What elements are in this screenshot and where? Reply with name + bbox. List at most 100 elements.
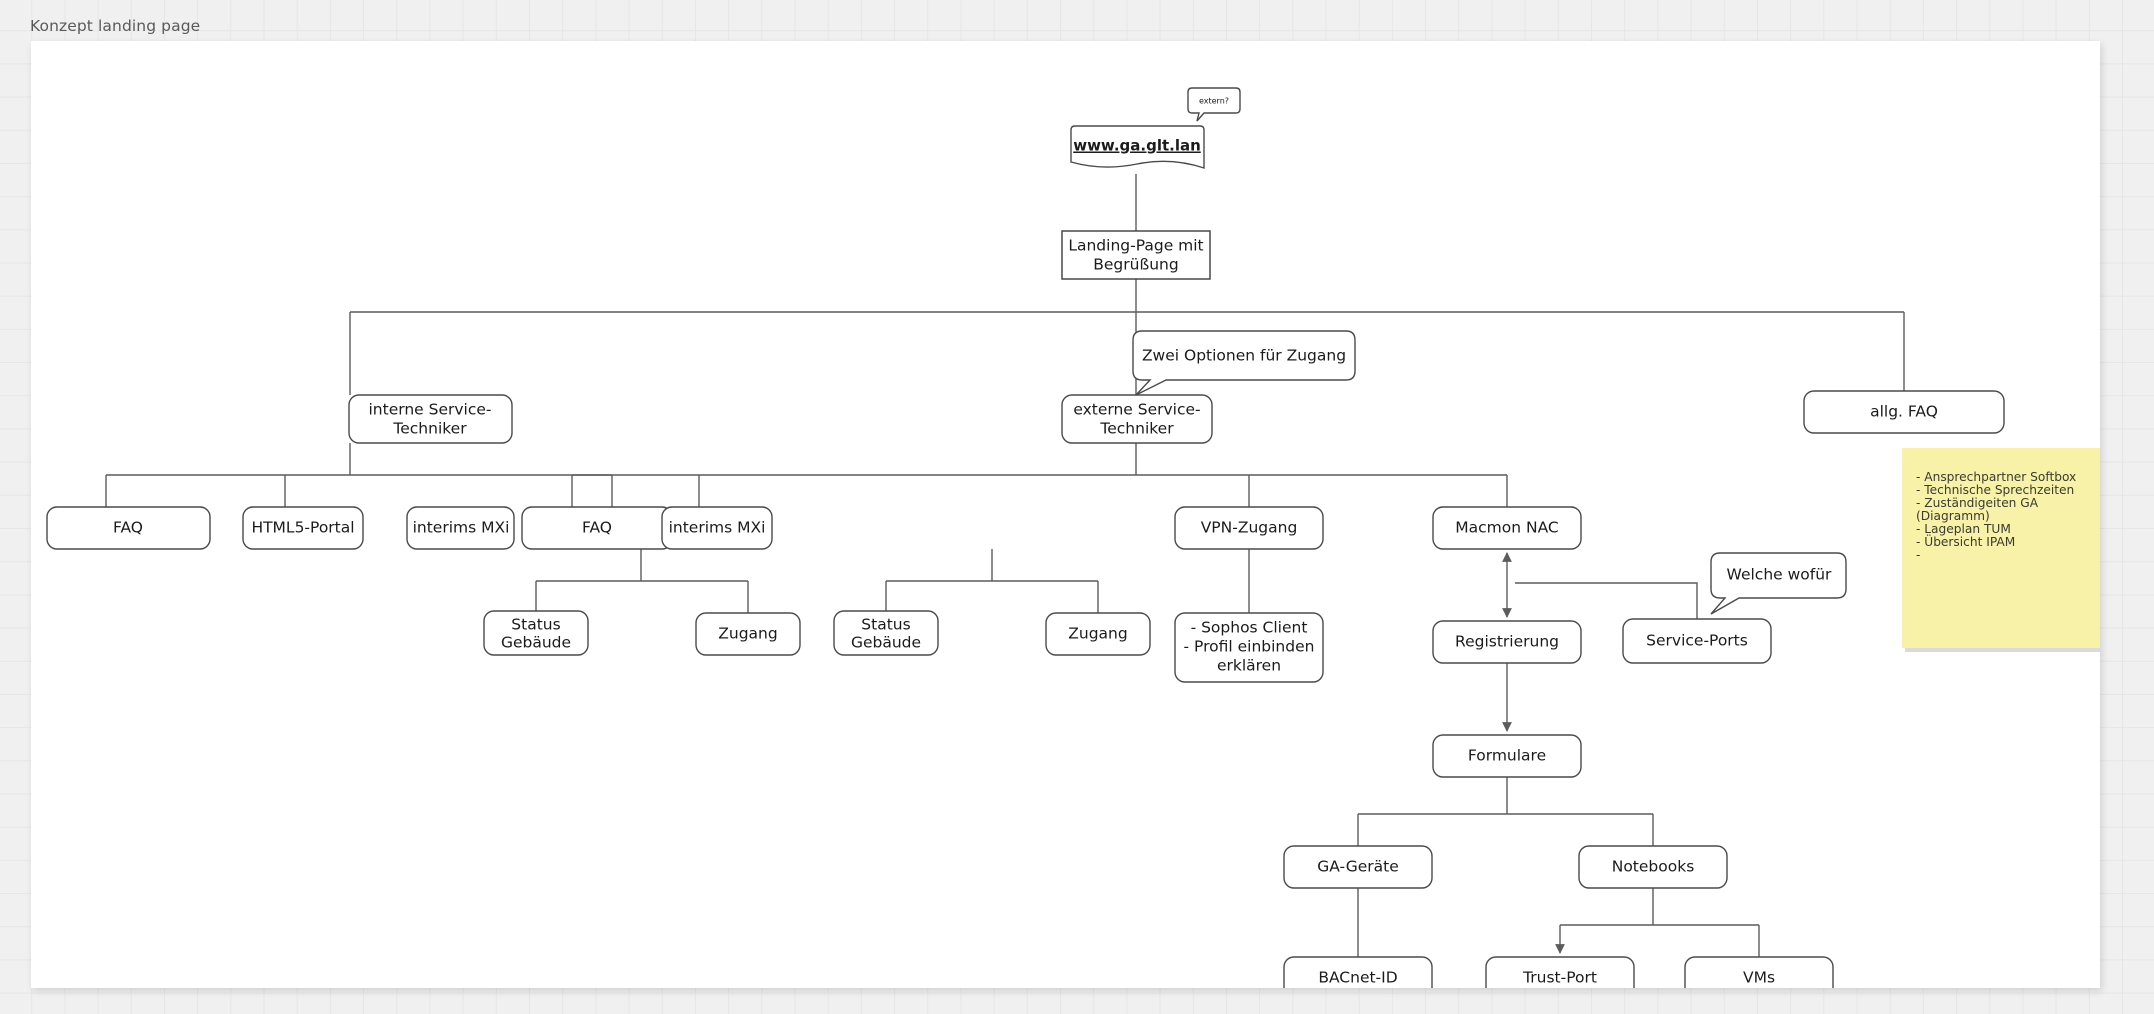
edge-interne-bus: [106, 443, 612, 476]
rounded-shape: [1432, 620, 1582, 664]
node-label: Zwei Optionen für Zugang: [1142, 347, 1346, 365]
rounded-shape: [1485, 956, 1635, 988]
node-label: VPN-Zugang: [1201, 519, 1298, 537]
sticky-note-body: [1902, 448, 2100, 648]
node-label-line2: Techniker: [1099, 420, 1174, 438]
edge-notebooks-bus: [1560, 888, 1759, 926]
rect-shape: [1061, 230, 1211, 280]
node-vpn-zugang[interactable]: VPN-Zugang: [1174, 506, 1324, 550]
node-label: interims MXi: [669, 519, 766, 537]
node-label-line2: - Profil einbinden: [1184, 638, 1315, 656]
rounded-shape: [242, 506, 364, 550]
node-vms[interactable]: VMs: [1684, 956, 1834, 988]
node-sophos-client[interactable]: - Sophos Client - Profil einbinden erklä…: [1174, 612, 1324, 683]
node-service-ports[interactable]: Service-Ports: [1622, 618, 1772, 664]
rounded-shape: [1432, 734, 1582, 778]
sticky-line-3: (Diagramm): [1916, 509, 1990, 523]
node-label: FAQ: [582, 519, 612, 537]
sticky-note-allg-faq[interactable]: - Ansprechpartner Softbox - Technische S…: [1902, 448, 2100, 652]
node-label: Status: [511, 616, 560, 634]
diagram-canvas[interactable]: - Ansprechpartner Softbox - Technische S…: [31, 41, 2100, 988]
node-html5-portal[interactable]: HTML5-Portal: [242, 506, 364, 550]
node-label: Service-Ports: [1646, 632, 1748, 650]
rounded-shape: [46, 506, 211, 550]
node-zwei-optionen-callout[interactable]: Zwei Optionen für Zugang: [1132, 330, 1356, 396]
edge-mxiext-bus: [886, 549, 1098, 582]
node-interims-mxi-extern[interactable]: interims MXi: [661, 506, 773, 550]
node-faq-intern[interactable]: FAQ: [46, 506, 211, 550]
rounded-shape: [1578, 845, 1728, 889]
node-label: Zugang: [1068, 625, 1127, 643]
rounded-shape: [1283, 845, 1433, 889]
node-welche-wofuer-callout[interactable]: Welche wofür: [1710, 552, 1847, 615]
sticky-line-4: - Lageplan TUM: [1916, 522, 2011, 536]
rounded-shape: [483, 610, 589, 656]
rounded-shape: [833, 610, 939, 656]
node-label-line2: Begrüßung: [1093, 256, 1178, 274]
edge-serviceports-macmon: [1515, 582, 1698, 619]
node-ga-geraete[interactable]: GA-Geräte: [1283, 845, 1433, 889]
node-registrierung[interactable]: Registrierung: [1432, 620, 1582, 664]
node-label: Zugang: [718, 625, 777, 643]
node-label-line2: Gebäude: [851, 634, 921, 652]
node-label: Trust-Port: [1522, 969, 1597, 987]
rounded-shape: [1803, 390, 2005, 434]
node-interims-mxi-intern[interactable]: interims MXi: [406, 506, 515, 550]
node-label: Macmon NAC: [1455, 519, 1558, 537]
rounded-shape: [1174, 612, 1324, 683]
node-label: Landing-Page mit: [1068, 237, 1203, 255]
sticky-line-5: - Übersicht IPAM: [1916, 533, 2015, 549]
rounded-shape: [406, 506, 515, 550]
node-label: Status: [861, 616, 910, 634]
node-label: HTML5-Portal: [251, 519, 354, 537]
node-label: interims MXi: [413, 519, 510, 537]
node-allg-faq[interactable]: allg. FAQ: [1803, 390, 2005, 434]
sticky-line-2: - Zuständigeiten GA: [1916, 496, 2039, 510]
node-faq-extern[interactable]: FAQ: [521, 506, 673, 550]
page-title: Konzept landing page: [30, 17, 201, 35]
node-label: Notebooks: [1612, 858, 1695, 876]
node-zugang-intern[interactable]: Zugang: [695, 612, 801, 656]
node-landing-page[interactable]: Landing-Page mit Begrüßung: [1061, 230, 1211, 280]
node-label: FAQ: [113, 519, 143, 537]
rounded-shape: [1622, 618, 1772, 664]
node-extern-callout[interactable]: extern?: [1187, 87, 1241, 122]
document-shape: [1070, 125, 1205, 169]
node-label: VMs: [1743, 969, 1775, 987]
rounded-shape: [1684, 956, 1834, 988]
rounded-shape: [1283, 956, 1433, 988]
node-label: www.ga.glt.lan: [1073, 137, 1201, 155]
node-label-line2: Gebäude: [501, 634, 571, 652]
rounded-shape: [661, 506, 773, 550]
node-bacnet-id[interactable]: BACnet-ID: [1283, 956, 1433, 988]
rounded-shape: [1174, 506, 1324, 550]
node-label: GA-Geräte: [1317, 858, 1398, 876]
node-status-gebaeude-extern[interactable]: Status Gebäude: [833, 610, 939, 656]
sticky-line-6: -: [1916, 548, 1920, 562]
node-interne-service-techniker[interactable]: interne Service- Techniker: [348, 394, 513, 444]
node-url-document[interactable]: www.ga.glt.lan: [1070, 125, 1205, 169]
rounded-shape: [1061, 394, 1213, 444]
node-formulare[interactable]: Formulare: [1432, 734, 1582, 778]
sticky-line-1: - Technische Sprechzeiten: [1916, 483, 2074, 497]
callout-shape: [1187, 87, 1241, 122]
node-label: BACnet-ID: [1318, 969, 1397, 987]
node-externe-service-techniker[interactable]: externe Service- Techniker: [1061, 394, 1213, 444]
node-notebooks[interactable]: Notebooks: [1578, 845, 1728, 889]
rounded-shape: [348, 394, 513, 444]
node-label: allg. FAQ: [1870, 403, 1938, 421]
node-trust-port[interactable]: Trust-Port: [1485, 956, 1635, 988]
node-label: Registrierung: [1455, 633, 1559, 651]
callout-shape: [1710, 552, 1847, 615]
node-status-gebaeude-intern[interactable]: Status Gebäude: [483, 610, 589, 656]
edge-landing-bus: [350, 279, 1904, 313]
node-macmon-nac[interactable]: Macmon NAC: [1432, 506, 1582, 550]
rounded-shape: [1432, 506, 1582, 550]
sticky-line-0: - Ansprechpartner Softbox: [1916, 470, 2076, 484]
flowchart-svg: - Ansprechpartner Softbox - Technische S…: [46, 87, 2100, 988]
node-label: Formulare: [1468, 747, 1546, 765]
edge-formulare-bus: [1358, 777, 1653, 815]
node-label-line3: erklären: [1217, 657, 1281, 675]
rounded-shape: [1045, 612, 1151, 656]
node-zugang-extern[interactable]: Zugang: [1045, 612, 1151, 656]
